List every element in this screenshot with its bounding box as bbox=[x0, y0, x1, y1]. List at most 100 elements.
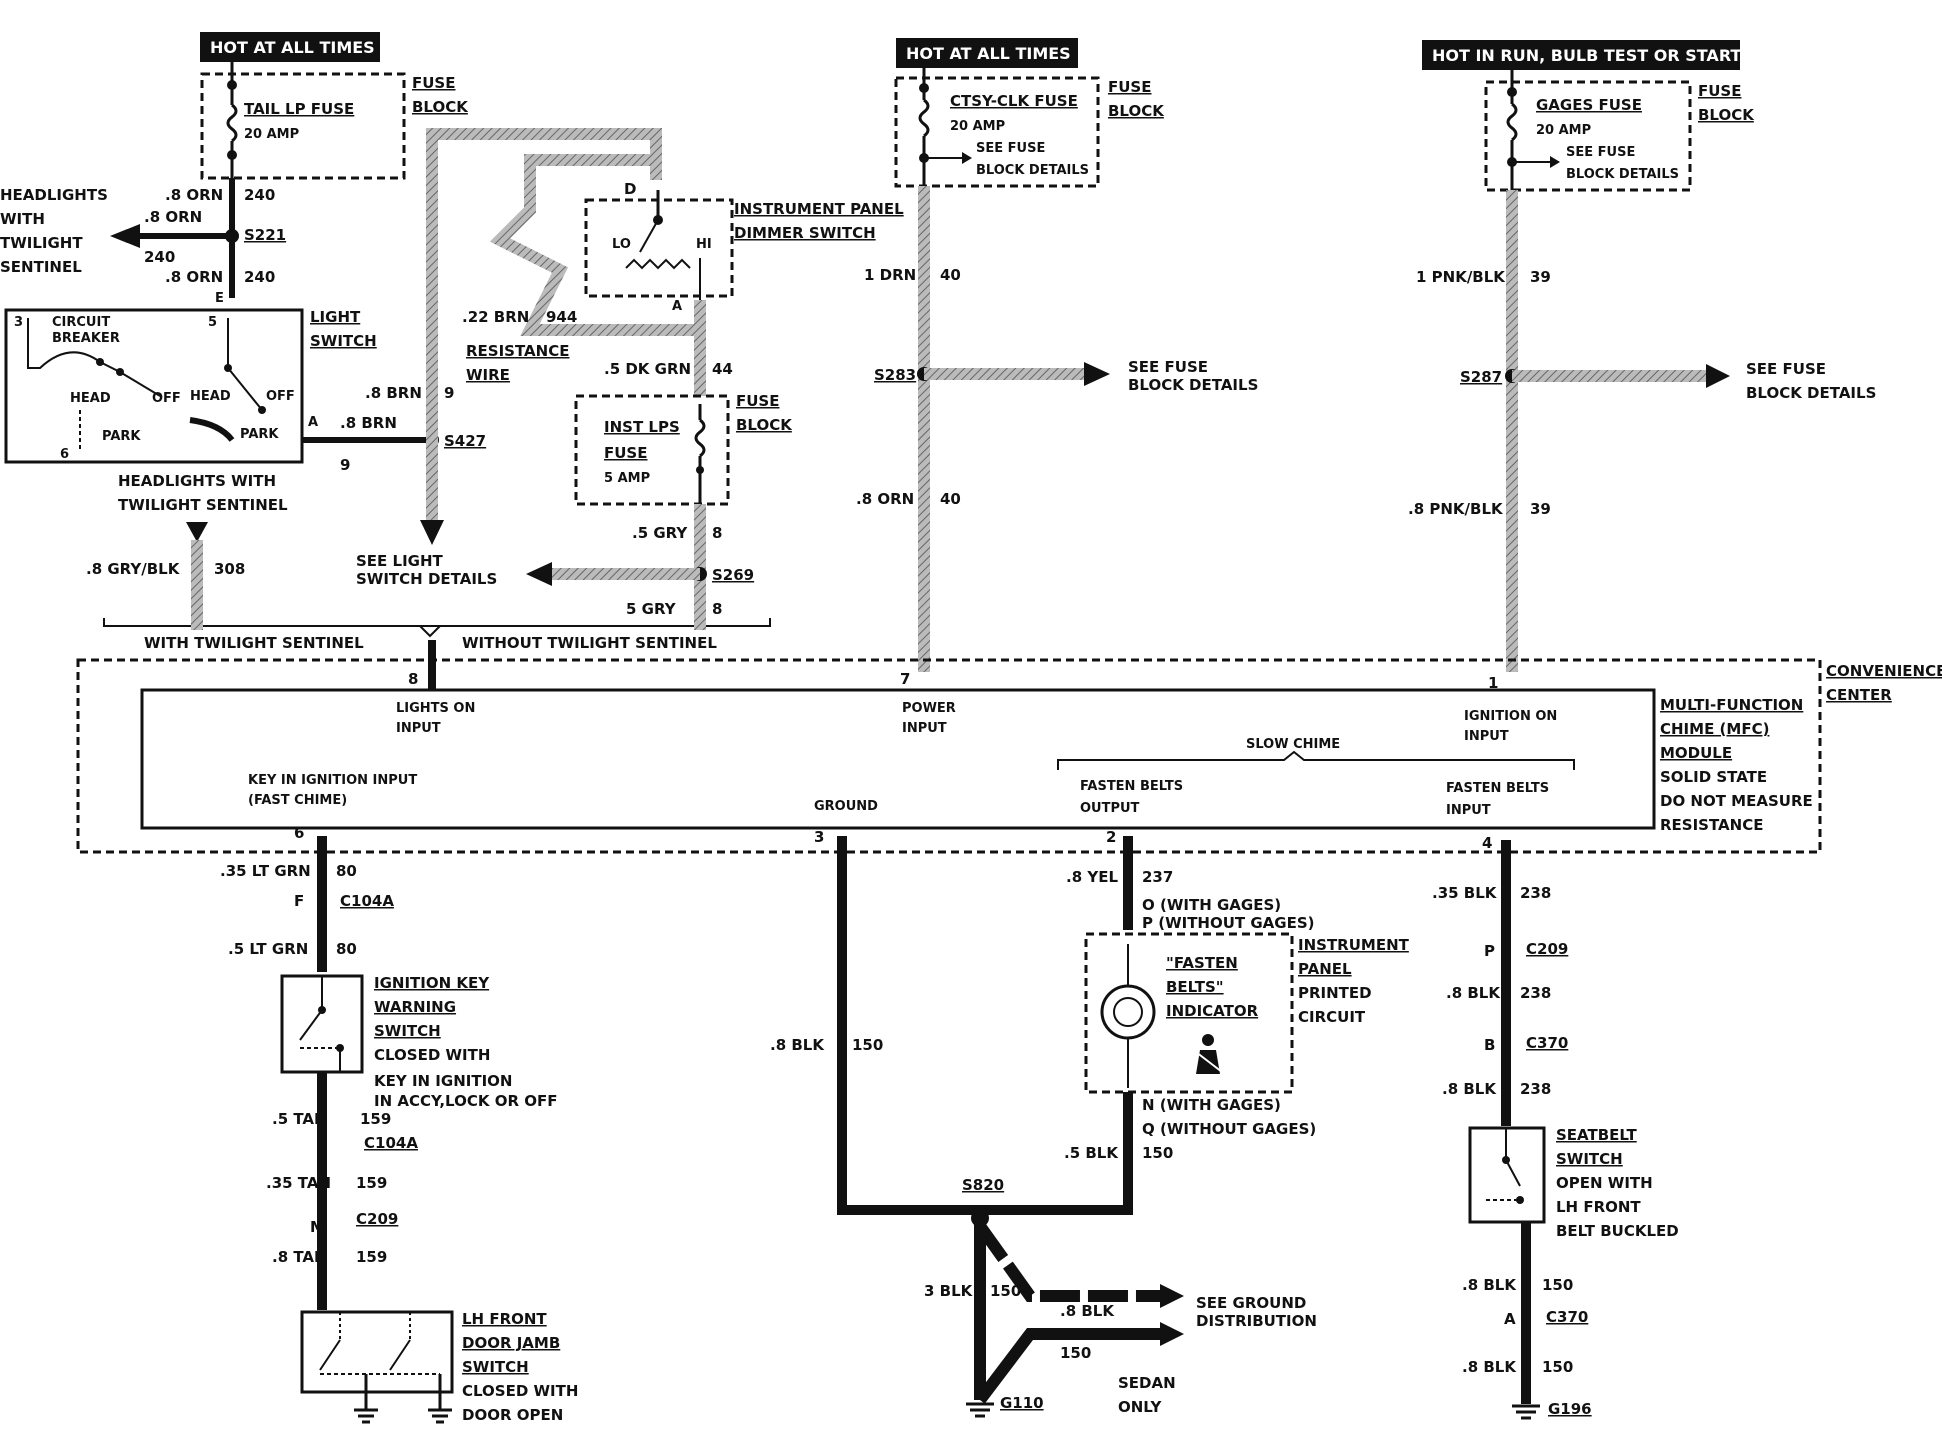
wire-label: 159 bbox=[360, 1110, 391, 1128]
fasten-label: INDICATOR bbox=[1166, 1002, 1259, 1020]
fasten-pin-label: N (WITH GAGES) bbox=[1142, 1096, 1281, 1114]
fasten-label: BELTS" bbox=[1166, 978, 1224, 996]
ctsy-fuse-see: BLOCK DETAILS bbox=[976, 163, 1089, 178]
light-switch-box bbox=[4, 308, 304, 464]
wire-label: 238 bbox=[1520, 1080, 1551, 1098]
headlights-tw-label: TWILIGHT SENTINEL bbox=[118, 496, 288, 514]
wire-label: 9 bbox=[340, 456, 350, 474]
wire-label: .8 PNK/BLK bbox=[1408, 500, 1504, 518]
ground-label: G196 bbox=[1548, 1400, 1592, 1418]
switch-position-label: OFF bbox=[152, 391, 181, 406]
switch-position-label: OFF bbox=[266, 389, 295, 404]
mfc-label: MULTI-FUNCTION bbox=[1660, 696, 1803, 714]
wire-label: 150 bbox=[990, 1282, 1021, 1300]
splice-label: S269 bbox=[712, 566, 754, 584]
pin-label: GROUND bbox=[814, 799, 878, 814]
fuse-block-label: FUSE bbox=[736, 392, 779, 410]
arrow-right-icon bbox=[1084, 362, 1110, 386]
ground-icon bbox=[966, 1402, 994, 1418]
door-switch-label: DOOR JAMB bbox=[462, 1334, 560, 1352]
see-fuse-label: SEE FUSE bbox=[1746, 360, 1826, 378]
tail-fuse-amp: 20 AMP bbox=[244, 127, 299, 142]
wire-label: .8 BRN bbox=[340, 414, 397, 432]
pin-label: OUTPUT bbox=[1080, 801, 1140, 816]
convenience-center-label: CONVENIENCE bbox=[1826, 662, 1942, 680]
ground-dist-label: SEE GROUND bbox=[1196, 1294, 1306, 1312]
see-light-label: SEE LIGHT bbox=[356, 552, 444, 570]
power-label-2: HOT AT ALL TIMES bbox=[896, 38, 1078, 68]
wire-label: 80 bbox=[336, 862, 357, 880]
headlights-label: TWILIGHT bbox=[0, 234, 83, 252]
wire-label: 1 PNK/BLK bbox=[1416, 268, 1506, 286]
fuse-symbol-icon bbox=[226, 103, 238, 143]
ctsy-fuse-box bbox=[894, 76, 1100, 188]
pin-label: P bbox=[1484, 942, 1495, 960]
pin-label: INPUT bbox=[902, 721, 947, 736]
wire-label: 238 bbox=[1520, 884, 1551, 902]
sentinel-label: WITHOUT TWILIGHT SENTINEL bbox=[462, 634, 717, 652]
wire-label: 1 DRN bbox=[864, 266, 916, 284]
instrument-panel-label: PRINTED bbox=[1298, 984, 1372, 1002]
wire-label: 40 bbox=[940, 490, 961, 508]
ground-icon bbox=[428, 1408, 452, 1424]
wire-label: 40 bbox=[940, 266, 961, 284]
fasten-pin-label: O (WITH GAGES) bbox=[1142, 896, 1281, 914]
dimmer-position-label: HI bbox=[696, 237, 712, 252]
pin-number: 4 bbox=[1482, 834, 1492, 852]
pin-label: INPUT bbox=[1464, 729, 1509, 744]
pin-label: IGNITION ON bbox=[1464, 709, 1557, 724]
pin-label: 5 bbox=[208, 315, 217, 330]
slow-chime-label: SLOW CHIME bbox=[1246, 737, 1340, 752]
instrument-panel-label: CIRCUIT bbox=[1298, 1008, 1366, 1026]
see-fuse-label: BLOCK DETAILS bbox=[1128, 376, 1258, 394]
dimmer-label: INSTRUMENT PANEL bbox=[734, 200, 904, 218]
pin-label: INPUT bbox=[1446, 803, 1491, 818]
pin-label: FASTEN BELTS bbox=[1080, 779, 1183, 794]
wire-label: .35 BLK bbox=[1432, 884, 1498, 902]
fuse-block-label: FUSE bbox=[412, 74, 455, 92]
ctsy-fuse-see: SEE FUSE bbox=[976, 141, 1045, 156]
circuit-breaker-label: CIRCUIT bbox=[52, 315, 110, 330]
wire-label: .8 BRN bbox=[365, 384, 422, 402]
gages-fuse-see: SEE FUSE bbox=[1566, 145, 1635, 160]
fasten-pin-label: Q (WITHOUT GAGES) bbox=[1142, 1120, 1316, 1138]
power-label-3: HOT IN RUN, BULB TEST OR START bbox=[1422, 40, 1741, 70]
connector-label: C370 bbox=[1526, 1034, 1568, 1052]
mfc-label: SOLID STATE bbox=[1660, 768, 1767, 786]
gages-fuse-name: GAGES FUSE bbox=[1536, 96, 1642, 114]
wire-label: .35 LT GRN bbox=[220, 862, 311, 880]
wire-label: .8 ORN bbox=[165, 186, 223, 204]
ground-dist-label: DISTRIBUTION bbox=[1196, 1312, 1317, 1330]
wire-label: .8 ORN bbox=[856, 490, 914, 508]
pin-label: POWER bbox=[902, 701, 956, 716]
wire-label: 944 bbox=[546, 308, 577, 326]
instrument-panel-label: PANEL bbox=[1298, 960, 1352, 978]
arrow-right-icon bbox=[1706, 364, 1730, 388]
slow-chime-bracket bbox=[1057, 750, 1575, 770]
splice-label: S427 bbox=[444, 432, 486, 450]
switch-position-label: PARK bbox=[102, 429, 141, 444]
seatbelt-switch-label: LH FRONT bbox=[1556, 1198, 1641, 1216]
gages-fuse-see: BLOCK DETAILS bbox=[1566, 167, 1679, 182]
arrow-left-icon bbox=[110, 224, 140, 248]
wire-label: 8 bbox=[712, 524, 722, 542]
fuse-block-label: FUSE bbox=[1698, 82, 1741, 100]
wire-label: .8 BLK bbox=[1060, 1302, 1115, 1320]
pin-label: INPUT bbox=[396, 721, 441, 736]
wire-label: 8 bbox=[712, 600, 722, 618]
connector-label: C209 bbox=[1526, 940, 1568, 958]
door-switch-label: DOOR OPEN bbox=[462, 1406, 563, 1424]
ignition-switch-label: SWITCH bbox=[374, 1022, 441, 1040]
seatbelt-icon bbox=[1195, 1034, 1223, 1074]
wire-label: 9 bbox=[444, 384, 454, 402]
convenience-center-box bbox=[76, 658, 1822, 854]
mfc-module-box bbox=[140, 688, 1656, 830]
headlights-label: HEADLIGHTS bbox=[0, 186, 108, 204]
resistance-label: WIRE bbox=[466, 366, 510, 384]
ground-icon bbox=[354, 1408, 378, 1424]
light-switch-label: LIGHT bbox=[310, 308, 361, 326]
pin-label: LIGHTS ON bbox=[396, 701, 475, 716]
mfc-label: MODULE bbox=[1660, 744, 1732, 762]
wire-label: 159 bbox=[356, 1248, 387, 1266]
see-light-label: SWITCH DETAILS bbox=[356, 570, 497, 588]
